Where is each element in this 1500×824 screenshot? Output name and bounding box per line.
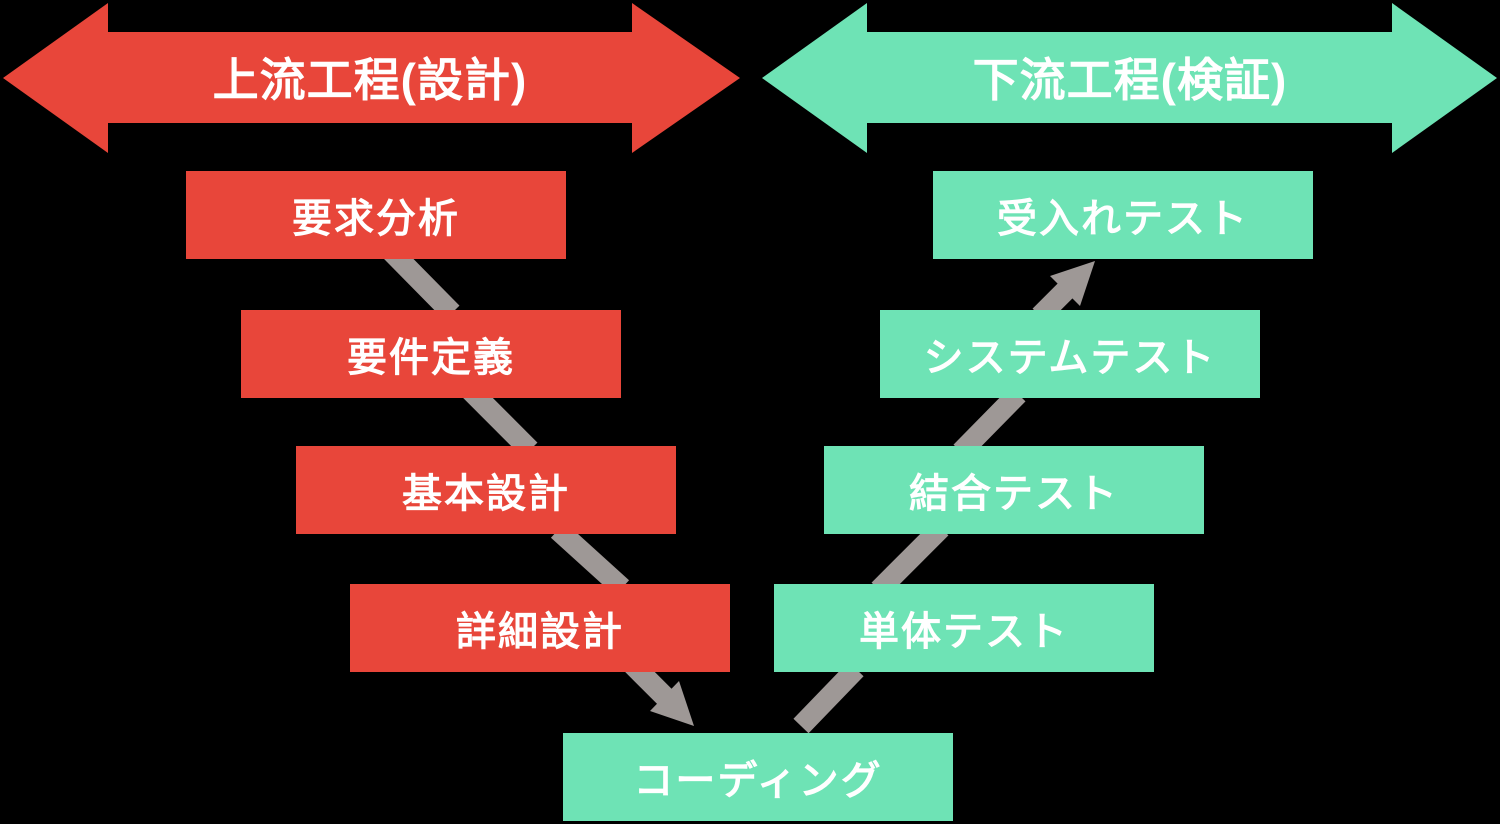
step-detailed-design: 詳細設計 bbox=[350, 584, 730, 672]
upstream-title: 上流工程(設計) bbox=[212, 54, 528, 106]
connector-definition-to-basic bbox=[460, 380, 538, 458]
connector-unit-to-integration bbox=[871, 520, 949, 598]
connector-coding-to-unit bbox=[793, 661, 864, 734]
step-basic-design: 基本設計 bbox=[296, 446, 676, 534]
upstream-double-arrow-icon bbox=[3, 3, 740, 153]
connector-integration-to-system bbox=[953, 386, 1026, 460]
step-coding: コーディング bbox=[563, 733, 953, 821]
up-arrowhead-icon bbox=[1050, 261, 1095, 306]
downstream-title: 下流工程(検証) bbox=[972, 54, 1288, 106]
connector-basic-to-detailed bbox=[550, 522, 630, 596]
downstream-double-arrow-icon bbox=[762, 3, 1497, 153]
down-arrowhead-icon bbox=[650, 681, 694, 726]
step-requirements-definition: 要件定義 bbox=[241, 310, 621, 398]
step-unit-test: 単体テスト bbox=[774, 584, 1154, 672]
step-acceptance-test: 受入れテスト bbox=[933, 171, 1313, 259]
step-requirements-analysis: 要求分析 bbox=[186, 171, 566, 259]
step-integration-test: 結合テスト bbox=[824, 446, 1204, 534]
step-system-test: システムテスト bbox=[880, 310, 1260, 398]
